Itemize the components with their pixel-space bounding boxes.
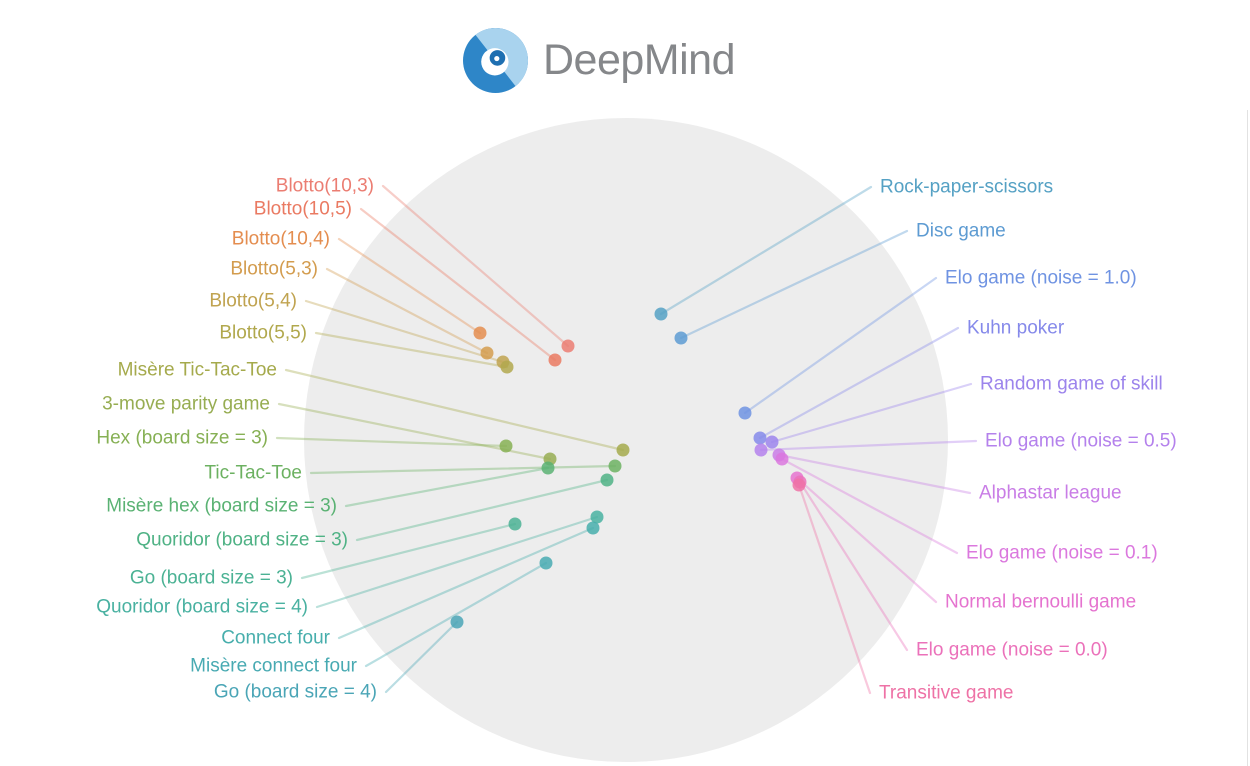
leader-line-blotto-5-5 [314, 331, 509, 369]
game-dot-connect-four [586, 521, 600, 535]
game-label-quoridor-board-size-4: Quoridor (board size = 4) [96, 597, 308, 618]
leader-line-transitive-game [797, 483, 872, 695]
game-label-3-move-parity-game: 3-move parity game [102, 394, 270, 415]
game-label-blotto-10-5: Blotto(10,5) [254, 199, 352, 220]
game-label-blotto-10-3: Blotto(10,3) [276, 176, 374, 197]
leader-line-blotto-10-5 [359, 207, 557, 362]
leader-line-connect-four [337, 526, 595, 640]
leader-line-mis-re-connect-four [364, 561, 548, 668]
game-label-hex-board-size-3: Hex (board size = 3) [96, 428, 268, 449]
game-dot-go-board-size-4 [450, 615, 464, 629]
game-dot-blotto-10-3 [561, 339, 575, 353]
leader-line-elo-game-noise-0-1 [780, 457, 959, 555]
game-dot-disc-game [674, 331, 688, 345]
game-label-disc-game: Disc game [916, 221, 1006, 242]
game-label-blotto-5-3: Blotto(5,3) [230, 259, 318, 280]
game-dot-random-game-of-skill [765, 435, 779, 449]
game-dot-elo-game-noise-1-0 [738, 406, 752, 420]
game-dot-transitive-game [792, 478, 806, 492]
leader-line-mis-re-hex-board-size-3 [344, 466, 550, 508]
leader-line-mis-re-tic-tac-toe [284, 368, 625, 452]
leader-line-blotto-5-4 [304, 299, 505, 364]
right-edge-line [1247, 110, 1248, 766]
leader-line-blotto-5-3 [325, 267, 489, 355]
game-dot-blotto-5-3 [480, 346, 494, 360]
game-label-mis-re-hex-board-size-3: Misère hex (board size = 3) [106, 496, 337, 517]
game-dot-mis-re-tic-tac-toe [616, 443, 630, 457]
game-dot-elo-game-noise-0-1 [775, 452, 789, 466]
deepmind-logo-icon [463, 27, 528, 93]
leader-line-go-board-size-4 [384, 620, 459, 694]
leader-line-rock-paper-scissors [659, 185, 873, 316]
game-dot-rock-paper-scissors [654, 307, 668, 321]
leader-line-normal-bernoulli-game [795, 476, 938, 604]
game-dot-hex-board-size-3 [499, 439, 513, 453]
leader-line-hex-board-size-3 [275, 436, 508, 448]
background-disc [304, 118, 948, 762]
game-label-tic-tac-toe: Tic-Tac-Toe [205, 463, 302, 484]
leader-line-elo-game-noise-1-0 [743, 276, 938, 415]
game-label-alphastar-league: Alphastar league [979, 483, 1122, 504]
leader-line-alphastar-league [777, 453, 972, 495]
game-label-connect-four: Connect four [221, 628, 330, 649]
game-label-elo-game-noise-0-1: Elo game (noise = 0.1) [966, 543, 1158, 564]
leader-line-elo-game-noise-0-0 [798, 480, 909, 652]
game-label-blotto-5-4: Blotto(5,4) [209, 291, 297, 312]
game-label-elo-game-noise-1-0: Elo game (noise = 1.0) [945, 268, 1137, 289]
game-label-go-board-size-4: Go (board size = 4) [214, 682, 377, 703]
game-dot-elo-game-noise-0-5 [754, 443, 768, 457]
game-dot-mis-re-hex-board-size-3 [541, 461, 555, 475]
game-dot-quoridor-board-size-4 [590, 510, 604, 524]
game-label-quoridor-board-size-3: Quoridor (board size = 3) [136, 530, 348, 551]
leader-line-blotto-10-4 [337, 237, 482, 335]
game-dot-blotto-10-5 [548, 353, 562, 367]
game-label-blotto-5-5: Blotto(5,5) [219, 323, 307, 344]
game-dot-blotto-5-5 [500, 360, 514, 374]
game-label-elo-game-noise-0-0: Elo game (noise = 0.0) [916, 640, 1108, 661]
brand-wordmark: DeepMind [543, 35, 736, 84]
game-dot-blotto-10-4 [473, 326, 487, 340]
game-label-random-game-of-skill: Random game of skill [980, 374, 1163, 395]
leader-line-tic-tac-toe [309, 464, 617, 475]
leader-line-go-board-size-3 [300, 522, 517, 580]
leader-line-elo-game-noise-0-5 [759, 439, 978, 452]
leader-line-random-game-of-skill [770, 382, 973, 444]
game-label-kuhn-poker: Kuhn poker [967, 318, 1065, 339]
leader-line-disc-game [679, 229, 909, 340]
game-dot-tic-tac-toe [608, 459, 622, 473]
game-label-mis-re-connect-four: Misère connect four [190, 656, 358, 677]
game-dot-kuhn-poker [753, 431, 767, 445]
game-label-elo-game-noise-0-5: Elo game (noise = 0.5) [985, 431, 1177, 452]
logo-core-dot [494, 55, 500, 61]
game-label-go-board-size-3: Go (board size = 3) [130, 568, 293, 589]
game-label-transitive-game: Transitive game [879, 683, 1013, 704]
leader-line-quoridor-board-size-4 [315, 515, 599, 609]
game-dot-quoridor-board-size-3 [600, 473, 614, 487]
game-label-normal-bernoulli-game: Normal bernoulli game [945, 592, 1136, 613]
game-dot-mis-re-connect-four [539, 556, 553, 570]
leader-line-kuhn-poker [758, 326, 960, 440]
game-dot-go-board-size-3 [508, 517, 522, 531]
game-label-mis-re-tic-tac-toe: Misère Tic-Tac-Toe [118, 360, 277, 381]
deepmind-header: DeepMind [463, 26, 736, 94]
leader-line-quoridor-board-size-3 [355, 478, 609, 542]
game-label-blotto-10-4: Blotto(10,4) [232, 229, 330, 250]
leader-line-blotto-10-3 [381, 184, 570, 348]
game-label-rock-paper-scissors: Rock-paper-scissors [880, 177, 1053, 198]
